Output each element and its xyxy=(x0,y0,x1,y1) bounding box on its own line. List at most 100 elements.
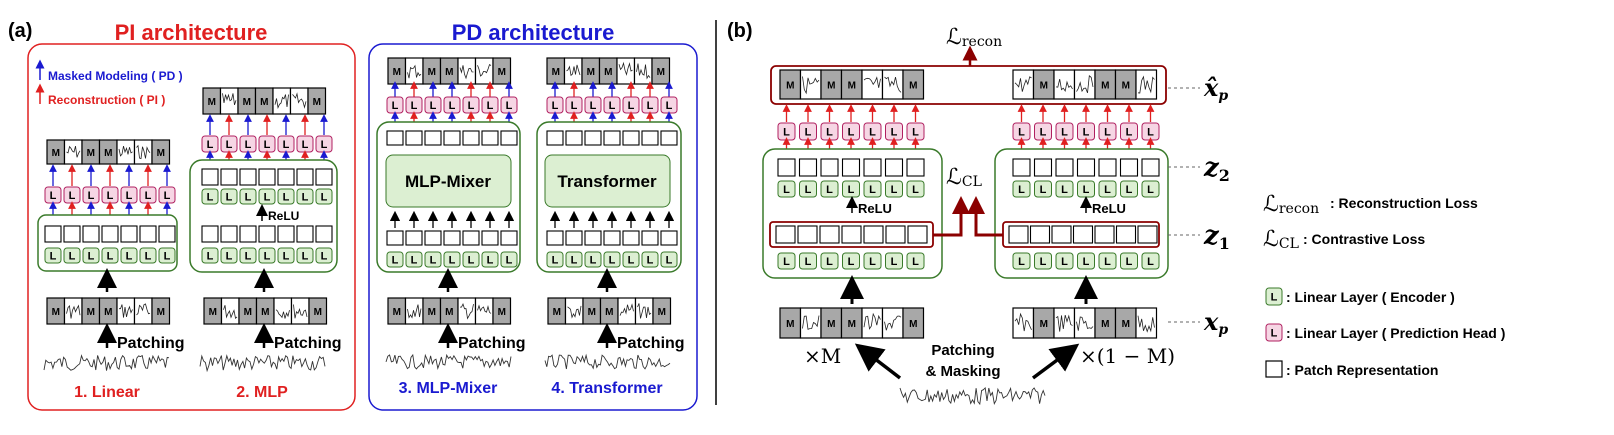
encoder-linear-layer: L xyxy=(139,247,157,264)
encoder-linear-layer: L xyxy=(258,247,276,264)
transformer-input-arrows xyxy=(549,210,675,228)
svg-text:L: L xyxy=(1040,256,1047,268)
svg-text:L: L xyxy=(321,192,328,204)
legend-masked-modeling: Masked Modeling ( PD ) xyxy=(48,69,183,83)
head-linear-layer: L xyxy=(258,135,276,153)
patch-representation xyxy=(798,158,818,177)
patch-representation xyxy=(296,225,314,243)
svg-text:L: L xyxy=(449,100,456,112)
signal-patch xyxy=(474,57,494,85)
patch-representation xyxy=(820,158,839,177)
encoder-linear-layer: L xyxy=(158,247,176,264)
waveform xyxy=(544,353,671,370)
svg-text:M: M xyxy=(157,148,165,159)
encoder-linear-layer: L xyxy=(820,252,839,270)
patch-representation xyxy=(863,158,882,177)
svg-text:M: M xyxy=(827,81,835,92)
svg-text:M: M xyxy=(498,307,506,318)
svg-text:L: L xyxy=(392,100,399,112)
svg-text:L: L xyxy=(1104,127,1111,139)
head-linear-layer: L xyxy=(906,122,925,141)
patch-representation xyxy=(1033,158,1053,177)
encoder-linear-layer: L xyxy=(296,247,314,264)
signal-patch xyxy=(1053,69,1076,100)
z2-representations-view1 xyxy=(777,158,925,177)
legend-head-icon: L xyxy=(1265,323,1283,342)
patch-representation xyxy=(481,230,499,246)
encoder-linear-layer: L xyxy=(500,251,518,268)
svg-text:L: L xyxy=(1147,256,1154,268)
legend-reconstruction: Reconstruction ( PI ) xyxy=(48,93,165,107)
arrow-to-view2 xyxy=(1031,343,1080,380)
svg-text:M: M xyxy=(87,307,95,318)
svg-text:L: L xyxy=(1018,184,1025,196)
patch-representation xyxy=(622,230,640,246)
head-linear-layer: L xyxy=(820,122,839,141)
svg-text:L: L xyxy=(1061,184,1068,196)
svg-text:L: L xyxy=(1083,184,1090,196)
masked-patch: M xyxy=(582,297,602,325)
head-linear-layer: L xyxy=(315,135,333,153)
encoder-linear-layer: L xyxy=(220,247,238,264)
masked-patch: M xyxy=(651,57,671,85)
encoder-linear-layer: L xyxy=(1098,252,1117,270)
signal-patch xyxy=(404,297,424,325)
svg-text:L: L xyxy=(552,255,559,267)
patch-representation xyxy=(660,130,678,146)
patch-representation xyxy=(584,130,602,146)
svg-text:L: L xyxy=(107,190,114,202)
encoder-linear-layer: L xyxy=(799,252,817,270)
svg-text:L: L xyxy=(50,190,57,202)
masked-patch: M xyxy=(202,87,222,115)
masked-patch: M xyxy=(422,57,442,85)
cl-loss-symbol: ℒCL xyxy=(946,165,982,190)
encoder-linear-layer: L xyxy=(63,247,81,264)
signal-patch xyxy=(1073,307,1096,339)
patch-representation xyxy=(819,225,840,244)
encoder-linear-layer: L xyxy=(622,251,640,268)
head-linear-layer: L xyxy=(82,186,100,204)
masked-patch: M xyxy=(840,307,863,339)
masked-patch: M xyxy=(840,69,863,100)
svg-text:L: L xyxy=(392,255,399,267)
patch-representation xyxy=(201,225,219,243)
svg-text:L: L xyxy=(1083,256,1090,268)
encoder-linear-layer: L xyxy=(885,180,903,198)
patch-representation xyxy=(424,130,442,146)
head-linear-layer: L xyxy=(443,96,461,114)
svg-text:L: L xyxy=(571,100,578,112)
encoder-linear-layer: L xyxy=(885,252,903,270)
mlp-patch-representations xyxy=(201,225,333,243)
svg-text:M: M xyxy=(1122,81,1130,92)
patch-representation xyxy=(101,225,119,243)
masked-patch: M xyxy=(652,297,672,325)
patch-representation xyxy=(258,225,276,243)
patch-representation xyxy=(500,230,518,246)
head-linear-layer: L xyxy=(660,96,678,114)
encoder-linear-layer: L xyxy=(863,180,882,198)
masked-patch: M xyxy=(1094,69,1117,100)
encoder-linear-layer: L xyxy=(462,251,480,268)
svg-text:L: L xyxy=(126,251,133,263)
legend-cl-text: : Contrastive Loss xyxy=(1303,231,1425,247)
masked-patch: M xyxy=(237,87,257,115)
svg-text:L: L xyxy=(207,139,214,151)
masked-patch: M xyxy=(238,297,258,325)
svg-text:L: L xyxy=(164,190,171,202)
xp-hat-label: x̂p xyxy=(1203,73,1228,104)
svg-text:M: M xyxy=(786,81,794,92)
svg-text:L: L xyxy=(891,256,898,268)
patch-representation xyxy=(158,225,176,243)
svg-text:L: L xyxy=(145,190,152,202)
masked-patch: M xyxy=(1114,69,1137,100)
patch-representation xyxy=(1141,158,1160,177)
patch-representation xyxy=(565,230,583,246)
